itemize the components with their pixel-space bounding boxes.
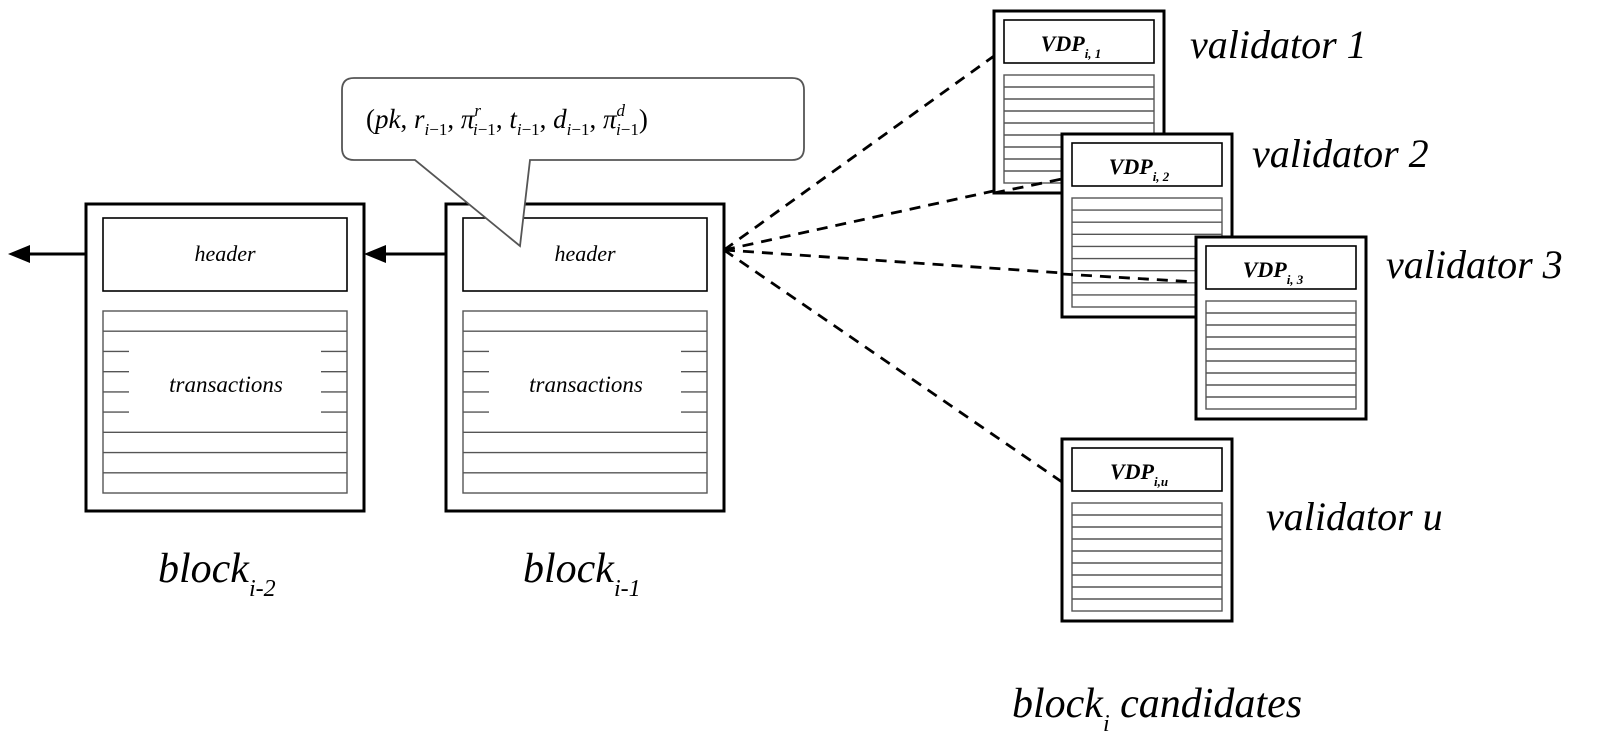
block-header-label: header <box>194 241 256 266</box>
link-overlap-2 <box>993 177 1063 195</box>
validator-label: validator u <box>1266 494 1443 539</box>
vdp-header-box <box>1071 447 1223 492</box>
vdp-header-box <box>1003 19 1155 64</box>
vdp-header-box <box>1071 142 1223 187</box>
vdp-label: VDPi, 3 <box>1243 257 1304 287</box>
validator-label: validator 1 <box>1190 22 1367 67</box>
transactions-box <box>102 310 348 494</box>
caption-block-i-2: blocki-2 <box>158 546 276 602</box>
link-overlap-3 <box>1061 272 1197 284</box>
block-i-1: header transactions <box>444 202 726 513</box>
caption-block-i-1: blocki-1 <box>523 546 641 602</box>
vdp-label: VDPi,u <box>1110 459 1168 489</box>
validator-label: validator 2 <box>1252 131 1429 176</box>
chain-arrowhead-middle <box>364 245 386 263</box>
validator-label: validator 3 <box>1386 242 1563 287</box>
caption-candidates: blocki candidates <box>1012 681 1302 737</box>
vdp-header-box <box>1205 245 1357 290</box>
candidate-validator-u: VDPi,u <box>1060 437 1234 623</box>
vdp-label: VDPi, 1 <box>1041 31 1102 61</box>
vdp-list-box <box>1205 300 1357 410</box>
vdp-label: VDPi, 2 <box>1109 154 1170 184</box>
vdp-list-box <box>1071 502 1223 612</box>
transactions-list <box>102 310 348 494</box>
candidate-validator-3: VDPi, 3 <box>1194 235 1368 421</box>
block-header-label: header <box>554 241 616 266</box>
block-i-2: header transactions <box>84 202 366 513</box>
transactions-label: transactions <box>529 372 643 397</box>
chain-arrowhead-left <box>8 245 30 263</box>
transactions-label: transactions <box>169 372 283 397</box>
transactions-list <box>462 310 708 494</box>
transactions-box <box>462 310 708 494</box>
block-header-box <box>102 217 348 292</box>
